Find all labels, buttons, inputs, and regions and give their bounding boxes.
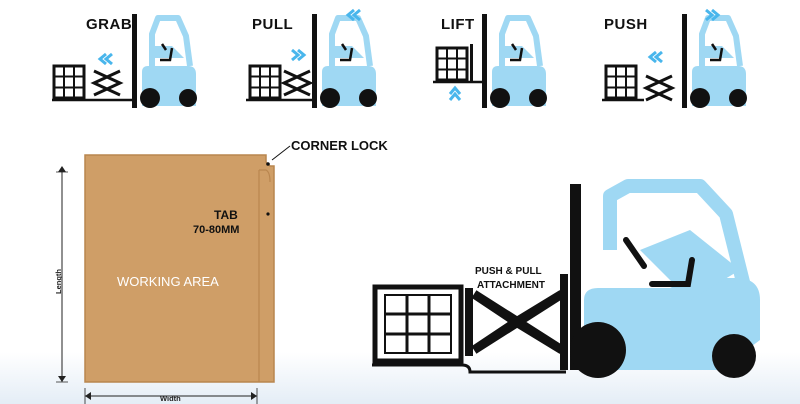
chevron-right-icon [290,48,306,62]
crate-icon [372,284,464,364]
scissor-attachment-icon [282,69,312,97]
forklift-icon [312,14,377,108]
length-dimension [56,166,68,383]
tab-size-label: 70-80MM [193,224,240,236]
attachment-label-line2: ATTACHMENT [477,280,545,291]
crate-icon [435,46,469,82]
step-grab-illustration [52,14,197,108]
scissor-attachment-icon [92,69,122,97]
crate-icon [52,64,86,100]
width-dimension [84,388,258,404]
working-area-label: WORKING AREA [117,274,219,289]
length-label: Length [54,269,63,294]
step-label-grab: GRAB [86,16,133,33]
chevron-left-icon [648,50,664,64]
forklift-icon [482,14,547,108]
crate-icon [604,64,638,100]
large-forklift-illustration [372,179,760,378]
forklift-icon [132,14,197,108]
forklift-icon [570,179,760,378]
step-lift-illustration [433,14,547,108]
chevron-left-icon [98,52,114,66]
step-label-pull: PULL [252,16,294,33]
crate-icon [248,64,282,100]
slip-sheet [84,145,291,383]
scissor-attachment-icon [465,274,568,370]
corner-lock-label: CORNER LOCK [291,138,388,153]
chevron-up-icon [448,86,462,102]
width-label: Width [160,394,181,403]
forklift-icon [682,14,747,108]
step-pull-illustration [246,8,377,108]
step-push-illustration [602,8,747,108]
attachment-label-line1: PUSH & PULL [475,266,542,277]
step-label-lift: LIFT [441,16,475,33]
tab-label: TAB [214,208,238,222]
step-label-push: PUSH [604,16,648,33]
